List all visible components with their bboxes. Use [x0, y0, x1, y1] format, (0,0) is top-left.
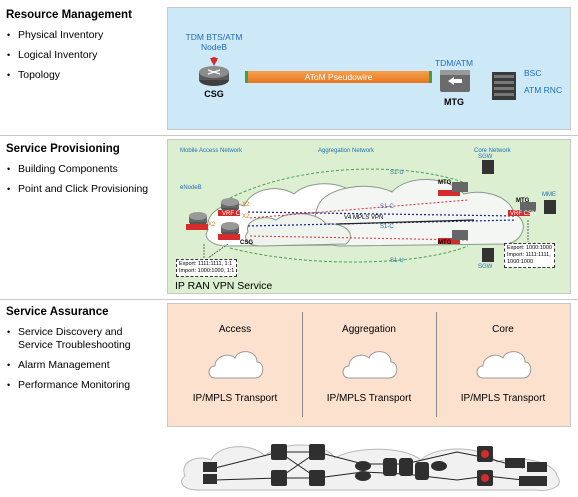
list-item[interactable]: Point and Click Provisioning: [0, 183, 160, 196]
section-divider: [0, 135, 578, 136]
mtg-label: MTG: [438, 240, 452, 246]
aggregation-column-title: Aggregation: [342, 324, 396, 335]
aggregation-transport-label: IP/MPLS Transport: [326, 393, 412, 404]
s1u-top-label: S1-U: [390, 170, 404, 176]
network-topology-strip: [181, 444, 560, 491]
x2-label: X2: [242, 214, 250, 220]
cloud-icon: [342, 351, 398, 379]
vrf-csn-label: VRF CSN: [510, 211, 537, 217]
x2-label: X2: [208, 222, 216, 228]
cloud-icon: [476, 351, 532, 379]
column-divider: [302, 312, 303, 417]
mtg-label: MTG: [516, 198, 530, 204]
service-provisioning-list: Building Components Point and Click Prov…: [0, 163, 160, 196]
list-item[interactable]: Service Discovery and Service Troublesho…: [0, 326, 160, 352]
mtg-switch-icon[interactable]: [438, 66, 472, 96]
mtg-label: MTG: [438, 180, 452, 186]
csg-label: CSG: [240, 240, 254, 246]
atm-rnc-label: ATM RNC: [524, 85, 563, 95]
service-assurance-list: Service Discovery and Service Troublesho…: [0, 326, 160, 392]
resource-management-list: Physical Inventory Logical Inventory Top…: [0, 29, 160, 82]
atom-pseudowire[interactable]: AToM Pseudowire: [245, 71, 432, 83]
import-rt: Import: 1000:1000, 1:1: [179, 268, 235, 274]
route-target-callout-left: Export: 1111:1111, 1:1 Import: 1000:1000…: [176, 259, 238, 277]
export-rt: Export: 1111:1111, 1:1: [179, 261, 233, 267]
service-assurance-title: Service Assurance: [6, 306, 109, 318]
s1c-bottom-label: S1-C: [380, 224, 394, 230]
import-rt: Import: 1111:1111,: [507, 252, 551, 258]
access-column-title: Access: [218, 324, 252, 335]
s1c-top-label: S1-C: [380, 204, 394, 210]
resource-management-diagram: TDM BTS/ATM NodeB CSG AToM Pseudowire TD…: [167, 7, 571, 130]
list-item[interactable]: Topology: [0, 69, 160, 82]
ip-ran-topology: [186, 160, 556, 263]
route-target-callout-right: Export: 1000:1000 Import: 1111:1111, 100…: [504, 243, 555, 268]
core-transport-label: IP/MPLS Transport: [460, 393, 546, 404]
mtg-top-label: TDM/ATM: [434, 58, 474, 68]
aggregation-label: Aggregation Network: [318, 148, 375, 154]
core-column-title: Core: [492, 324, 514, 335]
list-item[interactable]: Logical Inventory: [0, 49, 160, 62]
sgw-top-label: SGW: [478, 154, 493, 160]
mme-label: MME: [542, 192, 556, 198]
list-item[interactable]: Building Components: [0, 163, 160, 176]
service-provisioning-diagram: Mobile Access Network Aggregation Networ…: [167, 139, 571, 294]
bsc-label: BSC: [524, 68, 542, 78]
x2-label: X2: [242, 202, 250, 208]
list-item[interactable]: Alarm Management: [0, 359, 160, 372]
service-assurance-diagram: Access Aggregation Core IP/MPLS Transpor…: [167, 303, 571, 427]
csg-top-label: TDM BTS/ATM: [185, 32, 243, 42]
service-provisioning-title: Service Provisioning: [6, 143, 120, 155]
vrf-label: VRF CSN: [222, 211, 249, 217]
section-divider: [0, 299, 578, 300]
access-transport-label: IP/MPLS Transport: [192, 393, 278, 404]
csg-router-icon[interactable]: [196, 54, 232, 90]
ip-ran-vpn-service-label: IP RAN VPN Service: [175, 280, 273, 292]
s1u-bottom-label: S1-U: [390, 258, 404, 264]
mtg-label: MTG: [444, 97, 464, 107]
import-rt-2: 1000:1000: [507, 259, 533, 265]
mobile-access-label: Mobile Access Network: [180, 148, 243, 154]
bsc-server-icon[interactable]: [490, 70, 520, 102]
resource-management-title: Resource Management: [6, 9, 132, 21]
csg-top-label-2: NodeB: [201, 42, 227, 52]
network-device-icons: [203, 444, 547, 486]
resource-management-section: Resource Management Physical Inventory L…: [0, 9, 160, 89]
list-item[interactable]: Performance Monitoring: [0, 379, 160, 392]
enodeb-label: eNodeB: [180, 185, 202, 191]
column-divider: [436, 312, 437, 417]
list-item[interactable]: Physical Inventory: [0, 29, 160, 42]
atom-pseudowire-label: AToM Pseudowire: [304, 72, 373, 82]
sgw-bottom-label: SGW: [478, 264, 493, 270]
csg-label: CSG: [204, 89, 224, 99]
service-provisioning-section: Service Provisioning Building Components…: [0, 143, 160, 203]
cloud-icon: [208, 351, 264, 379]
v4-mpls-vpn-label: V4 MPLS VPN: [344, 215, 384, 221]
export-rt: Export: 1000:1000: [507, 245, 552, 251]
service-assurance-section: Service Assurance Service Discovery and …: [0, 306, 160, 399]
mtg-router-icon: [452, 182, 536, 240]
core-label: Core Network: [474, 148, 511, 154]
